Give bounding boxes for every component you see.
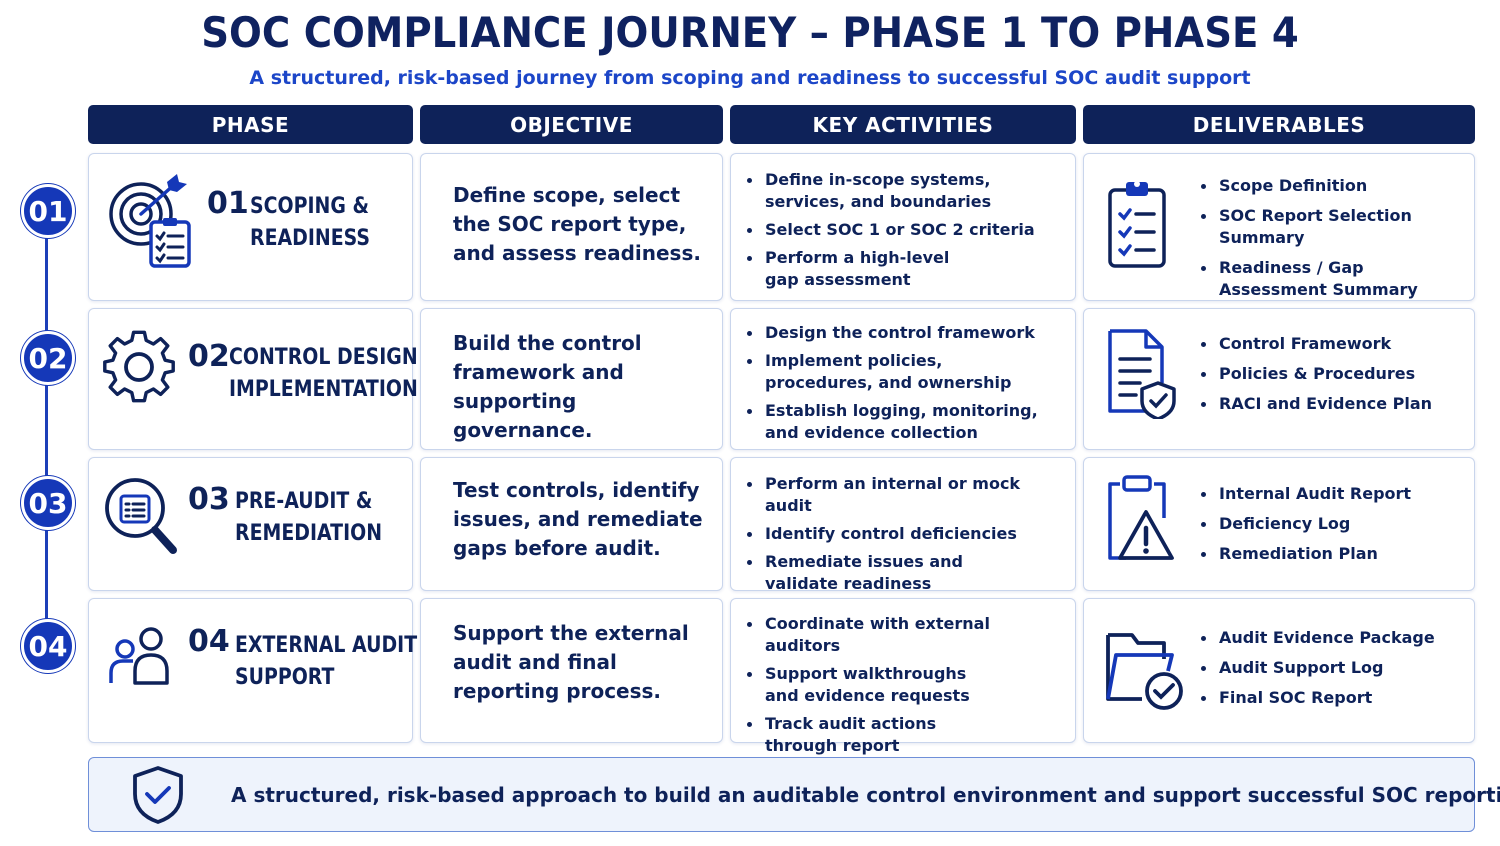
- folder-check-icon: [1106, 633, 1183, 710]
- deliverables-cell-04: Audit Evidence Package Audit Support Log…: [1083, 598, 1475, 743]
- phase-name-line: EXTERNAL AUDIT: [235, 633, 418, 658]
- deliverable-item: Final SOC Report: [1199, 687, 1469, 709]
- clipboard-warning-icon: [1108, 475, 1174, 560]
- timeline-line: [45, 210, 48, 648]
- phase-name: CONTROL DESIGN & IMPLEMENTATION: [229, 342, 441, 406]
- clipboard-checklist-icon: [1108, 181, 1166, 268]
- objective-cell-01: Define scope, select the SOC report type…: [420, 153, 723, 301]
- deliverable-item: Audit Evidence Package: [1199, 627, 1469, 649]
- activities-cell-01: Define in-scope systems, services, and b…: [730, 153, 1076, 301]
- deliverables-list: Audit Evidence Package Audit Support Log…: [1199, 627, 1469, 717]
- deliverable-item: SOC Report Selection Summary: [1199, 205, 1469, 249]
- deliverable-item: Deficiency Log: [1199, 513, 1469, 535]
- deliverable-item: Policies & Procedures: [1199, 363, 1469, 385]
- deliverable-item: Control Framework: [1199, 333, 1469, 355]
- objective-text: Support the external audit and final rep…: [453, 621, 689, 703]
- phase-name-line: SCOPING &: [250, 194, 369, 219]
- deliverable-item: Readiness / Gap Assessment Summary: [1199, 257, 1434, 301]
- activity-item: Coordinate with external auditors: [745, 613, 1045, 657]
- activity-item: Support walkthroughs and evidence reques…: [745, 663, 995, 707]
- activity-item: Perform an internal or mock audit: [745, 473, 1065, 517]
- shield-check-icon: [133, 766, 183, 824]
- phase-name: SCOPING & READINESS: [250, 191, 370, 255]
- objective-text: Define scope, select the SOC report type…: [453, 183, 701, 265]
- phase-name-line: PRE-AUDIT &: [235, 489, 373, 514]
- objective-cell-03: Test controls, identify issues, and reme…: [420, 457, 723, 591]
- objective-text: Test controls, identify issues, and reme…: [453, 478, 703, 560]
- deliverables-cell-01: Scope Definition SOC Report Selection Su…: [1083, 153, 1475, 301]
- phase-badge-02: 02: [21, 331, 75, 385]
- activities-cell-03: Perform an internal or mock audit Identi…: [730, 457, 1076, 593]
- activity-item: Design the control framework: [745, 322, 1045, 344]
- activity-item: Remediate issues and validate readiness: [745, 551, 1035, 595]
- phase-number: 02: [188, 339, 230, 374]
- activity-item: Identify control deficiencies: [745, 523, 1065, 545]
- phase-name-line: CONTROL DESIGN &: [229, 345, 441, 370]
- page-title: SOC COMPLIANCE JOURNEY – PHASE 1 TO PHAS…: [201, 8, 1299, 57]
- activities-list: Define in-scope systems, services, and b…: [745, 169, 1065, 297]
- phase-cell-04: 04 EXTERNAL AUDIT SUPPORT: [88, 598, 417, 743]
- deliverable-item: Scope Definition: [1199, 175, 1469, 197]
- deliverables-list: Control Framework Policies & Procedures …: [1199, 333, 1469, 423]
- deliverables-cell-03: Internal Audit Report Deficiency Log Rem…: [1083, 457, 1475, 591]
- header-deliverables: DELIVERABLES: [1083, 105, 1475, 144]
- deliverable-item: Audit Support Log: [1199, 657, 1469, 679]
- phase-cell-01: 01 SCOPING & READINESS: [88, 153, 413, 301]
- deliverables-cell-02: Control Framework Policies & Procedures …: [1083, 308, 1475, 450]
- activity-item: Define in-scope systems, services, and b…: [745, 169, 1065, 213]
- phase-number: 04: [188, 624, 230, 659]
- header-phase: PHASE: [88, 105, 413, 144]
- phase-name-line: REMEDIATION: [235, 521, 383, 546]
- activity-item: Perform a high-level gap assessment: [745, 247, 955, 291]
- phase-name: PRE-AUDIT & REMEDIATION: [235, 486, 382, 550]
- phase-badge-03: 03: [21, 476, 75, 530]
- phase-badge-04: 04: [21, 619, 75, 673]
- activities-cell-04: Coordinate with external auditors Suppor…: [730, 598, 1076, 777]
- users-icon: [109, 627, 169, 685]
- phase-name-line: READINESS: [250, 226, 371, 251]
- magnifier-document-icon: [105, 478, 177, 554]
- header-key-activities: KEY ACTIVITIES: [730, 105, 1076, 144]
- header-objective: OBJECTIVE: [420, 105, 723, 144]
- gear-icon: [103, 330, 175, 403]
- activity-item: Establish logging, monitoring, and evide…: [745, 400, 1045, 444]
- deliverable-item: RACI and Evidence Plan: [1199, 393, 1469, 415]
- phase-number: 01: [207, 186, 249, 221]
- phase-name-line: SUPPORT: [235, 665, 335, 690]
- phase-name-line: IMPLEMENTATION: [229, 377, 418, 402]
- phase-cell-03: 03 PRE-AUDIT & REMEDIATION: [88, 457, 413, 591]
- deliverable-item: Remediation Plan: [1199, 543, 1469, 565]
- activity-item: Implement policies, procedures, and owne…: [745, 350, 1045, 394]
- objective-cell-04: Support the external audit and final rep…: [420, 598, 723, 743]
- phase-cell-02: 02 CONTROL DESIGN & IMPLEMENTATION: [88, 308, 441, 450]
- activities-list: Design the control framework Implement p…: [745, 322, 1045, 450]
- target-checklist-icon: [109, 174, 191, 268]
- deliverables-list: Internal Audit Report Deficiency Log Rem…: [1199, 483, 1469, 573]
- activity-item: Select SOC 1 or SOC 2 criteria: [745, 219, 1065, 241]
- deliverables-list: Scope Definition SOC Report Selection Su…: [1199, 175, 1469, 309]
- activities-list: Perform an internal or mock audit Identi…: [745, 473, 1065, 601]
- phase-name: EXTERNAL AUDIT SUPPORT: [235, 630, 417, 694]
- phase-badge-01: 01: [21, 184, 75, 238]
- document-shield-icon: [1108, 329, 1176, 419]
- summary-banner: A structured, risk-based approach to bui…: [88, 757, 1500, 832]
- objective-cell-02: Build the control framework and supporti…: [420, 308, 723, 450]
- phase-number: 03: [188, 482, 230, 517]
- deliverable-item: Internal Audit Report: [1199, 483, 1469, 505]
- objective-text: Build the control framework and supporti…: [453, 331, 642, 442]
- activities-cell-02: Design the control framework Implement p…: [730, 308, 1076, 450]
- page-subtitle: A structured, risk-based journey from sc…: [249, 67, 1251, 89]
- summary-text: A structured, risk-based approach to bui…: [231, 783, 1500, 807]
